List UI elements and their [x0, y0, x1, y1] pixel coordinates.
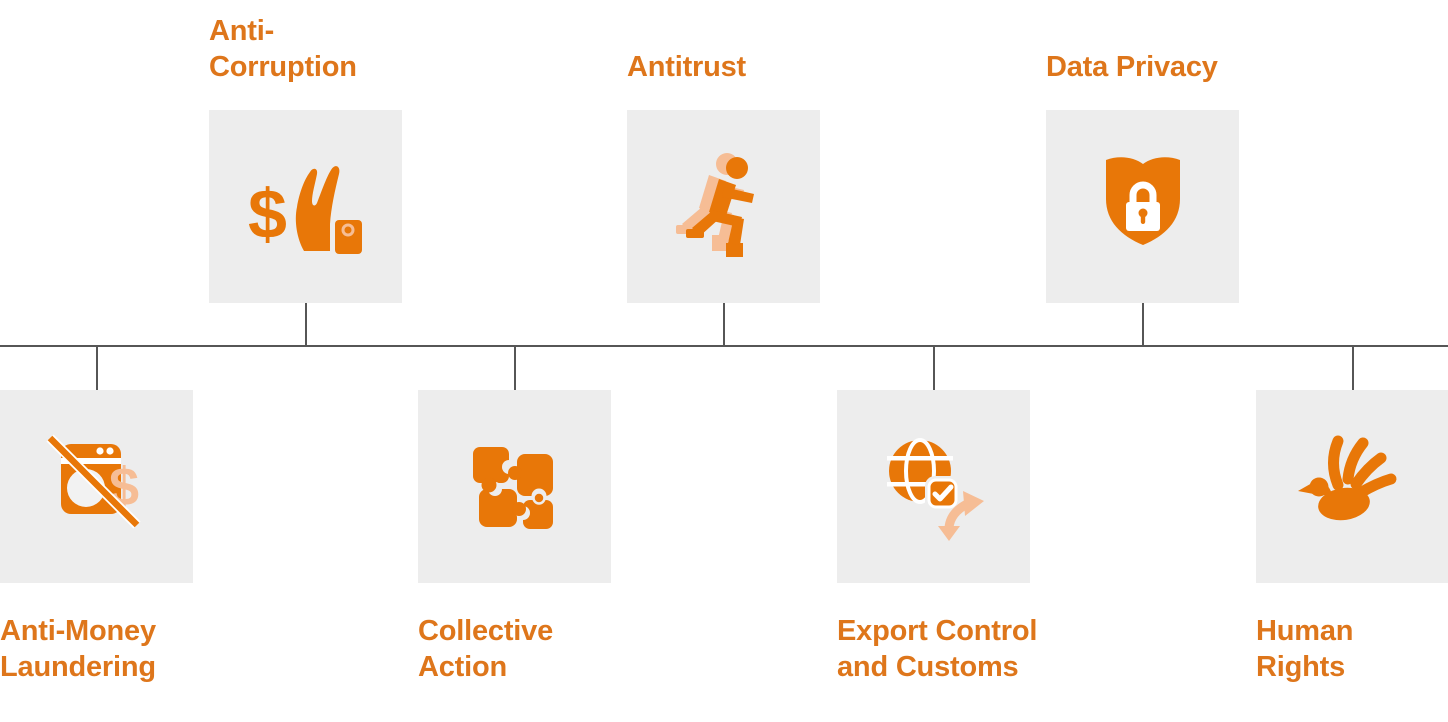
running-person-icon	[675, 152, 754, 257]
label-human-rights: Human Rights	[1256, 615, 1354, 683]
tile-export-control-and-customs	[837, 390, 1030, 583]
connector-data-privacy	[1142, 303, 1144, 346]
connector-anti-money-laundering	[96, 347, 98, 390]
svg-text:$: $	[248, 175, 287, 253]
puzzle-pieces-icon	[472, 446, 553, 529]
crossed-washing-machine-icon: $	[45, 433, 141, 529]
tile-collective-action	[418, 390, 611, 583]
globe-check-arrows-icon	[886, 437, 984, 541]
tile-anti-money-laundering: $	[0, 390, 193, 583]
label-antitrust: Antitrust	[627, 51, 747, 83]
connector-export-control	[933, 347, 935, 390]
tile-human-rights	[1256, 390, 1448, 583]
tile-antitrust	[627, 110, 820, 303]
tile-data-privacy	[1046, 110, 1239, 303]
bribery-refusal-hand-icon: $	[248, 165, 362, 254]
connector-antitrust	[723, 303, 725, 346]
label-data-privacy: Data Privacy	[1046, 51, 1218, 83]
label-collective-action: Collective Action	[418, 615, 553, 683]
label-anti-money-laundering: Anti-Money Laundering	[0, 615, 156, 683]
tile-anti-corruption: $	[209, 110, 402, 303]
connector-horizontal-line	[0, 345, 1448, 347]
dove-hand-icon	[1298, 435, 1397, 520]
label-export-control-and-customs: Export Control and Customs	[837, 615, 1038, 683]
shield-lock-icon	[1105, 156, 1180, 245]
connector-collective-action	[514, 347, 516, 390]
connector-anti-corruption	[305, 303, 307, 346]
label-anti-corruption: Anti- Corruption	[209, 15, 357, 83]
connector-human-rights	[1352, 347, 1354, 390]
